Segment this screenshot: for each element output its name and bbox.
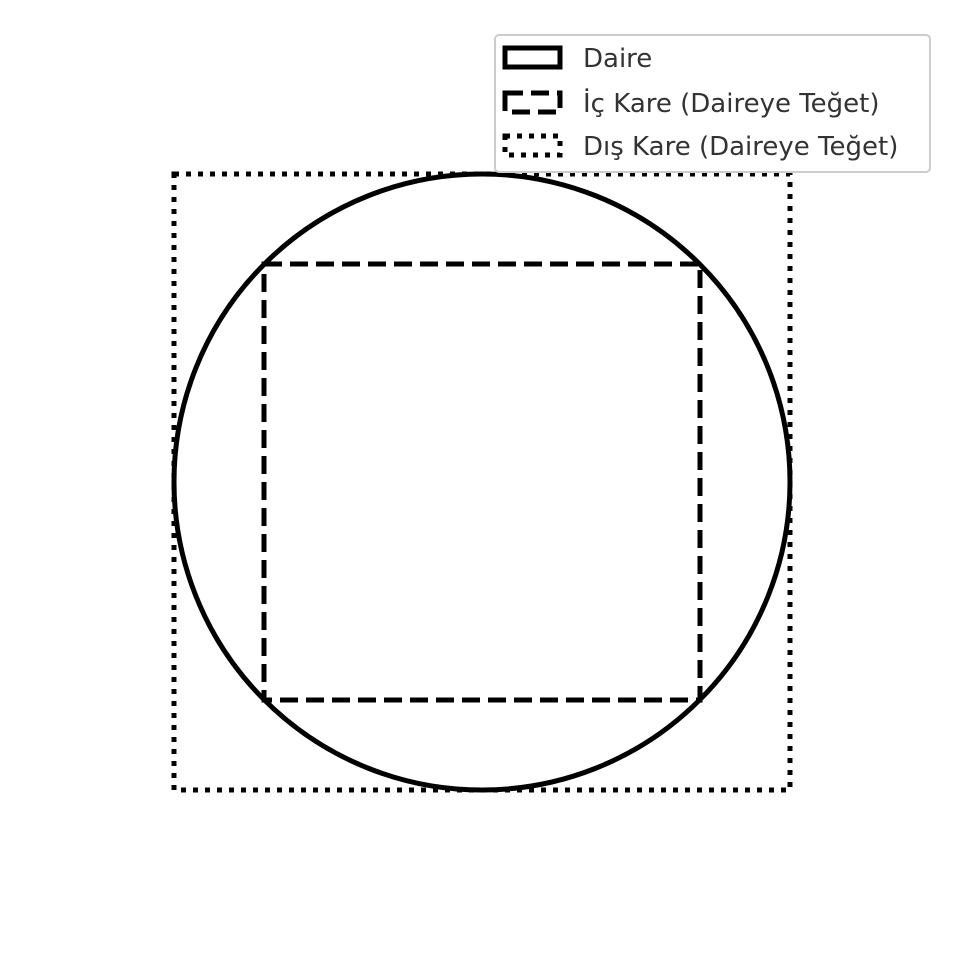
legend-swatch-solid	[502, 45, 563, 70]
legend-swatch-dotted	[502, 133, 563, 158]
legend-label-circle: Daire	[583, 44, 652, 74]
legend-label-outer-square: Dış Kare (Daireye Teğet)	[583, 132, 898, 162]
legend: Daire İç Kare (Daireye Teğet) Dış Kare (…	[494, 34, 931, 173]
legend-label-inner-square: İç Kare (Daireye Teğet)	[583, 87, 880, 119]
circle	[171, 171, 793, 793]
legend-frame	[494, 34, 931, 173]
inner-square	[261, 261, 703, 703]
legend-swatch-dashed	[502, 90, 563, 115]
